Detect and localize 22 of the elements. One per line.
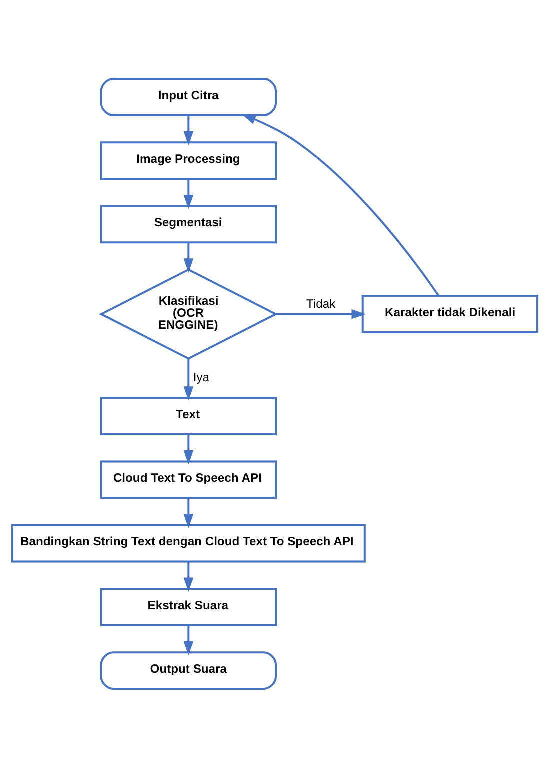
node-box: Ekstrak Suara	[100, 587, 278, 626]
arrow	[184, 358, 194, 400]
arrow	[242, 114, 440, 296]
arrow	[184, 178, 194, 209]
node-box: Karakter tidak Dikenali	[362, 294, 539, 333]
node-box: Text	[100, 396, 278, 435]
arrow	[184, 115, 194, 146]
arrow	[184, 562, 194, 592]
node-box: Cloud Text To Speech API	[100, 460, 278, 499]
arrow	[184, 242, 194, 272]
edge-label: Tidak	[306, 296, 336, 310]
arrow	[184, 434, 194, 464]
edge-label: Iya	[193, 370, 210, 384]
arrow	[276, 308, 366, 319]
node-box: Bandingkan String Text dengan Cloud Text To Speech API	[11, 524, 366, 562]
node-box: Input Citra	[100, 78, 278, 116]
arrow	[184, 498, 194, 528]
arrow	[184, 625, 194, 656]
node-box: Image Processing	[100, 141, 278, 180]
node-box: Segmentasi	[100, 204, 278, 244]
node-box: Output Suara	[100, 651, 278, 690]
node-diamond: Klasifikasi (OCR ENGGINE)	[99, 268, 278, 360]
